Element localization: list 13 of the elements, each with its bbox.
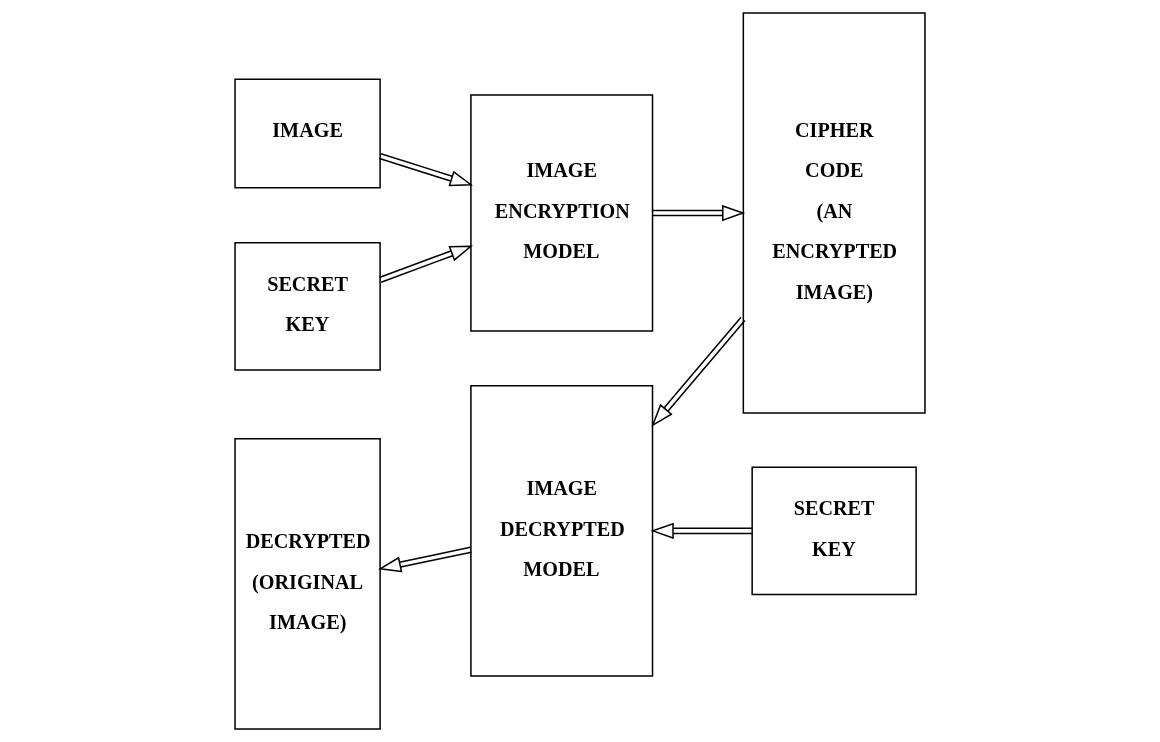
node-box: IMAGE [234, 78, 381, 189]
node-box: IMAGE ENCRYPTION MODEL [470, 94, 654, 332]
arrow [651, 316, 746, 427]
node-box: IMAGE DECRYPTED MODEL [470, 385, 654, 677]
arrow [378, 152, 474, 187]
node-box: DECRYPTED (ORIGINAL IMAGE) [234, 438, 381, 730]
arrow [652, 204, 746, 222]
arrow [378, 245, 474, 283]
node-box: CIPHER CODE (AN ENCRYPTED IMAGE) [742, 12, 926, 414]
arrow [650, 522, 753, 539]
node-box: SECRET KEY [234, 241, 381, 371]
node-box: SECRET KEY [751, 466, 917, 596]
arrow [378, 546, 473, 573]
